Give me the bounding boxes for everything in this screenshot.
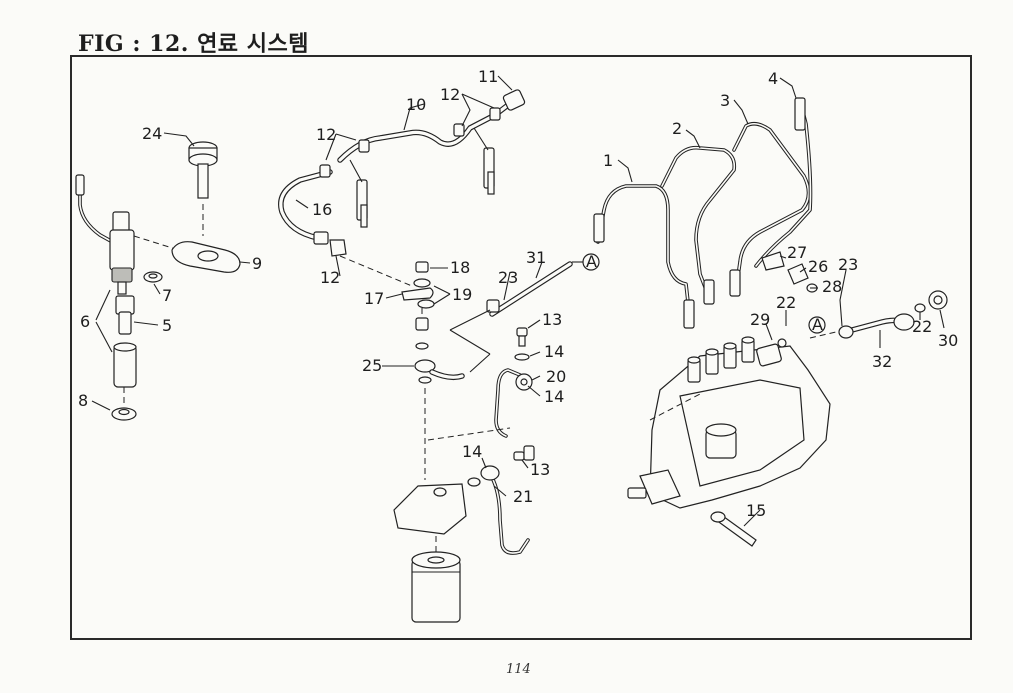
- ref-circle-a2: [808, 316, 826, 334]
- callout-10: 10: [406, 95, 426, 114]
- callout-6: 6: [80, 312, 90, 331]
- callout-4: 4: [768, 69, 778, 88]
- callout-13-lower: 13: [530, 460, 550, 479]
- callout-29: 29: [750, 310, 770, 329]
- callout-13-upper: 13: [542, 310, 562, 329]
- callout-28: 28: [822, 277, 842, 296]
- callout-5: 5: [162, 316, 172, 335]
- figure-title: FIG : 12. 연료 시스템: [78, 31, 309, 57]
- callout-31: 31: [526, 248, 546, 267]
- callout-numbers: 1 2 3 4 5 6 7 8 9 10 11 12 12 12 13 13 1…: [78, 67, 958, 520]
- callout-27: 27: [787, 243, 807, 262]
- leader-lines: [91, 75, 945, 527]
- callout-3: 3: [720, 91, 730, 110]
- callout-19: 19: [452, 285, 472, 304]
- callout-32: 32: [872, 352, 892, 371]
- callout-23-b: 23: [838, 255, 858, 274]
- ref-a1: A: [586, 252, 597, 271]
- callout-15: 15: [746, 501, 766, 520]
- filter-line: [401, 261, 573, 555]
- fuel-filter: [393, 483, 467, 623]
- callout-24: 24: [142, 124, 162, 143]
- callout-21: 21: [513, 487, 533, 506]
- callout-18: 18: [450, 258, 470, 277]
- page-number: 114: [506, 662, 531, 677]
- injection-pipes: [593, 97, 818, 329]
- callout-8: 8: [78, 391, 88, 410]
- callout-7: 7: [162, 286, 172, 305]
- callout-25: 25: [362, 356, 382, 375]
- callout-23-a: 23: [498, 268, 518, 287]
- callout-30: 30: [938, 331, 958, 350]
- callout-22-a: 22: [776, 293, 796, 312]
- ref-a2: A: [812, 315, 823, 334]
- reference-marks: A A: [572, 252, 826, 334]
- callout-12-bottom: 12: [320, 268, 340, 287]
- callout-20: 20: [546, 367, 566, 386]
- return-line: [278, 89, 526, 287]
- callout-12-top: 12: [440, 85, 460, 104]
- callout-14-b: 14: [544, 387, 564, 406]
- callout-26: 26: [808, 257, 828, 276]
- callout-2: 2: [672, 119, 682, 138]
- callout-1: 1: [603, 151, 613, 170]
- pump-delivery-valves: [687, 336, 755, 383]
- drawing-frame: [70, 55, 972, 640]
- callout-11: 11: [478, 67, 498, 86]
- callout-16: 16: [312, 200, 332, 219]
- clamp-assembly: [171, 141, 241, 273]
- callout-14-a: 14: [544, 342, 564, 361]
- callout-12-left: 12: [316, 125, 336, 144]
- feed-pipe-32: [809, 290, 948, 339]
- injection-pump: [627, 336, 831, 547]
- callout-22-b: 22: [912, 317, 932, 336]
- callout-14-c: 14: [462, 442, 482, 461]
- callout-17: 17: [364, 289, 384, 308]
- injector-assembly: [75, 174, 186, 421]
- callout-9: 9: [252, 254, 262, 273]
